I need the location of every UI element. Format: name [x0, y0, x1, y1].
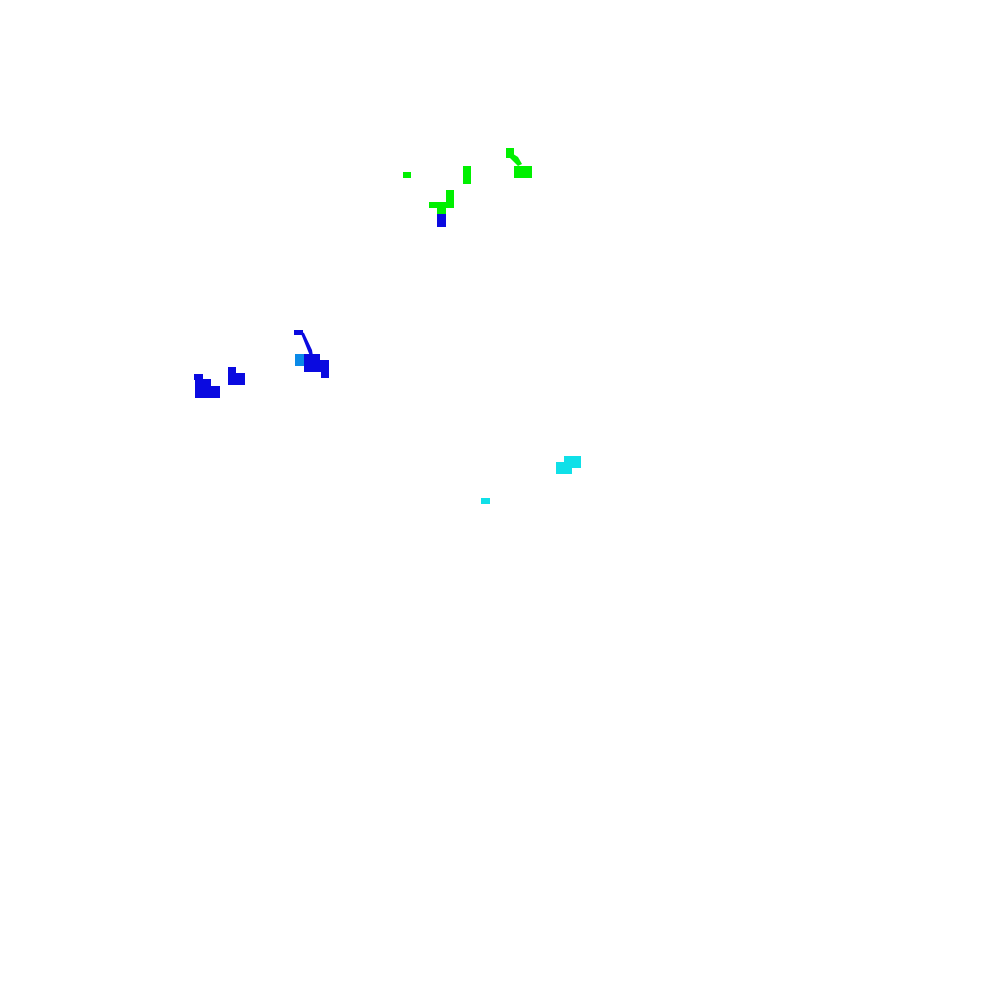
- green-stroke: [508, 152, 522, 166]
- green-block: [514, 166, 532, 178]
- blue-cluster: [194, 214, 446, 398]
- green-block: [463, 166, 471, 184]
- blue-block: [194, 374, 203, 380]
- green-block: [446, 190, 454, 208]
- blue-block: [316, 360, 329, 372]
- green-block: [437, 202, 446, 214]
- light-blue-cluster: [295, 354, 304, 366]
- cyan-cluster: [481, 456, 581, 504]
- blue-block: [294, 330, 303, 335]
- blue-block: [321, 370, 329, 378]
- blue-stroke: [300, 331, 313, 356]
- blue-block: [203, 386, 220, 398]
- cyan-block: [481, 498, 490, 504]
- light-blue-block: [295, 354, 304, 366]
- cyan-block: [556, 462, 572, 474]
- green-block: [403, 172, 411, 178]
- blue-block: [228, 373, 245, 385]
- blue-block: [437, 214, 446, 227]
- green-cluster: [403, 148, 532, 214]
